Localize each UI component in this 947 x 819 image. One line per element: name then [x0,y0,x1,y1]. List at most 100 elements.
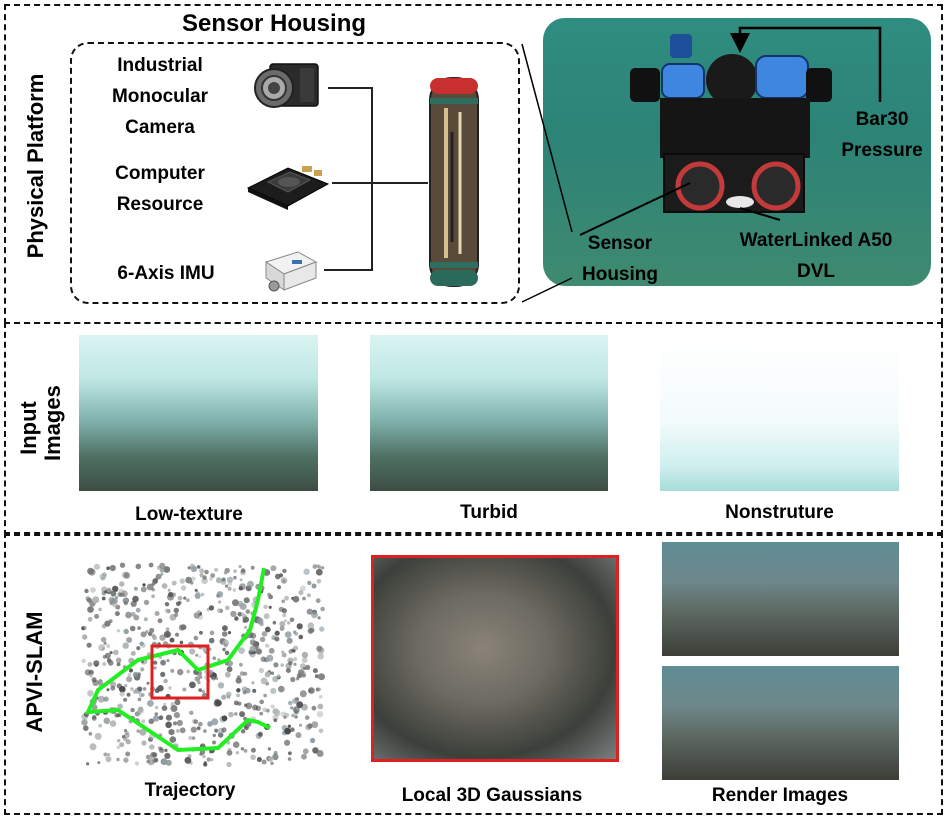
cloud-point [311,583,317,589]
cloud-point [245,702,253,710]
cloud-point [223,643,228,648]
cloud-point [109,720,117,727]
cloud-point [173,712,180,719]
cloud-point [97,695,105,703]
cloud-point [292,706,300,714]
cloud-point [274,630,280,636]
cloud-point [281,652,287,658]
cloud-point [90,587,96,593]
cloud-point [307,723,313,729]
cloud-point [186,598,190,602]
cloud-point [129,625,136,632]
cloud-point [138,692,144,698]
cloud-point [272,753,279,761]
cloud-point [227,586,232,591]
cloud-point [216,608,222,613]
cloud-point [121,590,128,598]
cloud-point [183,596,187,600]
cloud-point [146,681,150,685]
cloud-point [293,657,298,662]
cloud-point [292,595,300,603]
gaussians-caption: Local 3D Gaussians [401,785,583,806]
cloud-point [140,631,147,638]
cloud-point [81,719,88,726]
cloud-point [270,565,277,572]
cloud-point [99,573,107,580]
cloud-point [195,591,200,596]
cloud-point [196,610,201,614]
cloud-point [311,721,319,729]
cloud-point [159,562,166,569]
cloud-point [264,626,271,633]
cloud-point [143,599,150,606]
cloud-point [116,629,120,633]
cloud-point [161,583,168,589]
cloud-point [263,613,270,620]
cloud-point [196,726,201,731]
cloud-point [102,661,107,667]
cloud-point [209,577,213,581]
cloud-point [142,687,147,691]
cloud-point [123,628,129,635]
trajectory-point-cloud [81,562,325,768]
physical-platform-label: Physical Platform [23,73,48,259]
cloud-point [282,613,287,618]
cloud-point [160,572,164,576]
cloud-point [208,605,215,611]
turbid-caption: Turbid [460,502,518,523]
cloud-point [283,715,287,719]
nonstructure-image [660,335,899,491]
cloud-point [284,595,289,601]
cloud-point [207,721,213,727]
cloud-point [91,704,98,711]
cloud-point [302,596,306,601]
cloud-point [194,588,198,592]
cloud-point [133,671,139,677]
cloud-point [203,729,207,733]
cloud-point [109,564,116,572]
cloud-point [107,753,111,757]
cloud-point [226,576,234,583]
cloud-point [301,753,307,760]
cloud-point [270,704,275,709]
cloud-point [268,647,275,654]
cloud-point [92,715,97,720]
cloud-point [163,566,171,573]
cloud-point [291,713,295,718]
cloud-point [289,617,295,623]
cloud-point [173,721,177,726]
cloud-point [221,631,228,637]
cloud-point [109,681,117,688]
cloud-point [211,676,216,681]
dvl-label: WaterLinked A50 DVL [739,230,893,282]
cloud-point [316,710,324,718]
cloud-point [110,590,117,597]
cloud-point [307,628,314,634]
cloud-point [130,707,135,713]
cloud-point [302,667,306,671]
cloud-point [221,715,228,722]
cloud-point [212,740,216,745]
cloud-point [247,580,254,588]
cloud-point [290,676,296,683]
cloud-point [149,756,154,761]
cloud-point [199,752,203,756]
cloud-point [317,616,321,620]
cloud-point [110,685,116,691]
cloud-point [240,568,246,573]
cloud-point [284,631,292,638]
cloud-point [298,590,304,596]
cloud-point [299,690,307,698]
cloud-point [290,727,295,732]
cloud-point [126,676,133,683]
cloud-point [268,605,272,609]
cloud-point [161,705,168,711]
cloud-point [117,739,121,743]
cloud-point [255,648,262,655]
cloud-point [240,729,246,734]
trajectory-highlight-box [150,644,210,700]
cloud-point [151,582,156,586]
cloud-point [178,601,182,605]
cloud-point [135,563,142,570]
cloud-point [239,603,247,610]
